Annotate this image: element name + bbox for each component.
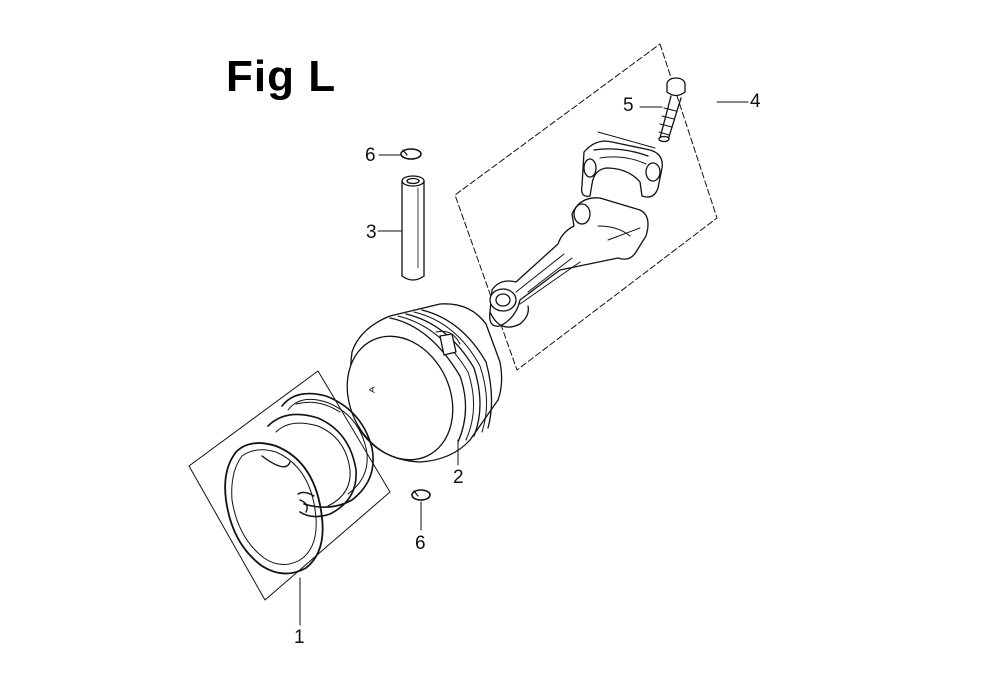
connecting-rod [489,197,649,328]
callout-2: 2 [453,467,464,488]
callout-4: 4 [750,91,761,112]
rod-cap [581,131,663,198]
pin-clip-bottom [411,489,431,501]
callout-1: 1 [294,627,305,648]
piston-ring-set [224,392,374,575]
piston-ring-group-box [188,370,391,601]
piston-pin [401,175,425,281]
piston: ∢ [346,303,503,463]
rod-bolt [658,77,686,143]
callout-5: 5 [623,95,634,116]
callout-6-top: 6 [365,145,376,166]
figure-title: Fig L [226,52,337,101]
pin-clip-top [400,148,422,160]
callout-3: 3 [366,222,377,243]
svg-text:∢: ∢ [368,385,376,395]
connecting-rod-group-box [454,43,718,371]
callout-6-bottom: 6 [415,533,426,554]
